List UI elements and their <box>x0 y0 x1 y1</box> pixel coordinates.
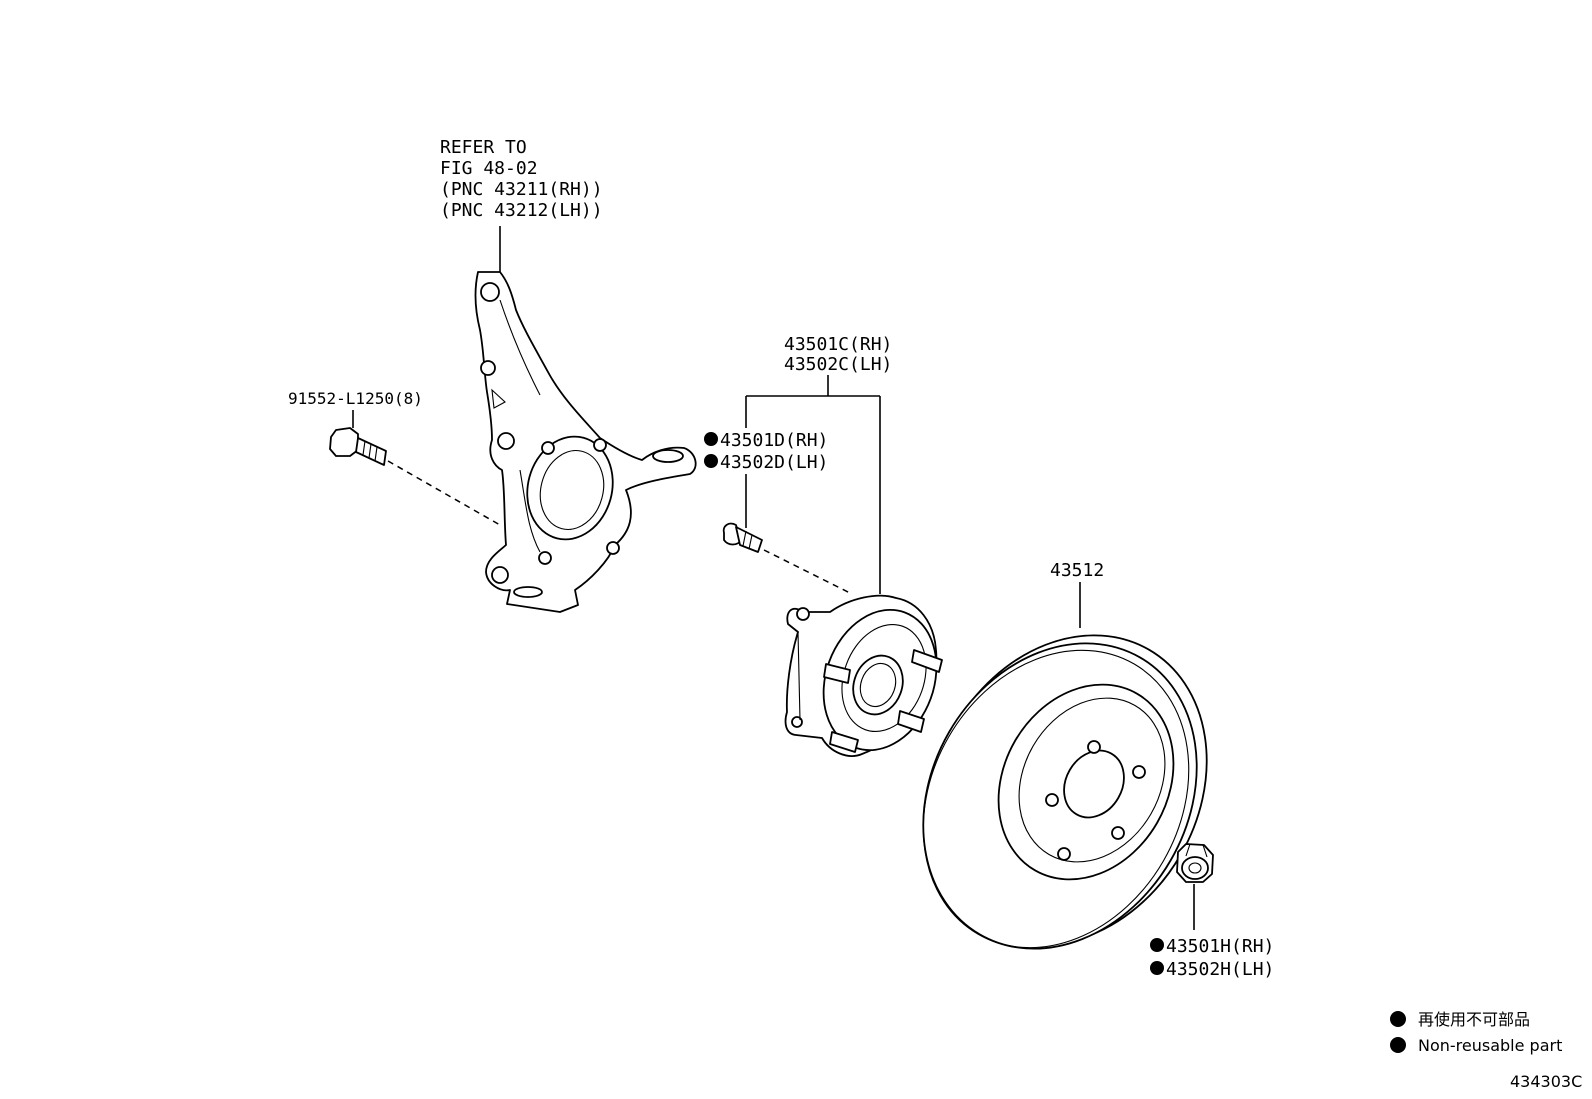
nut-callout: 43501H(RH) 43502H(LH) <box>1150 936 1274 980</box>
hub-bolt-lh: 43502D(LH) <box>720 452 828 473</box>
knuckle-ref-line1: REFER TO <box>440 137 527 158</box>
rotor-part-number: 43512 <box>1050 560 1104 581</box>
disc-rotor <box>922 634 1208 950</box>
hub-nut <box>1176 843 1214 930</box>
non-reusable-mark <box>704 454 718 468</box>
bolt-install-line <box>387 460 501 526</box>
steering-knuckle <box>474 271 697 613</box>
figure-code: 434303C <box>1510 1072 1582 1091</box>
hub-bolt-install-line <box>763 549 853 595</box>
nut-lh: 43502H(LH) <box>1166 959 1274 980</box>
bolt-part-number: 91552-L1250(8) <box>288 389 423 408</box>
non-reusable-mark <box>704 432 718 446</box>
nut-rh: 43501H(RH) <box>1166 936 1274 957</box>
legend-japanese: 再使用不可部品 <box>1418 1010 1530 1029</box>
hub-bolt <box>722 522 763 553</box>
rotor-callout: 43512 <box>1050 560 1104 628</box>
hub-bolt-rh: 43501D(RH) <box>720 430 828 451</box>
non-reusable-mark <box>1150 938 1164 952</box>
hub-assy-rh: 43501C(RH) <box>784 334 892 355</box>
legend-english: Non-reusable part <box>1418 1036 1562 1055</box>
knuckle-callout: REFER TO FIG 48-02 (PNC 43211(RH)) (PNC … <box>440 137 603 272</box>
knuckle-ref-line3: (PNC 43211(RH)) <box>440 179 603 200</box>
legend-bullet-icon <box>1390 1011 1406 1027</box>
hub-assy-lh: 43502C(LH) <box>784 354 892 375</box>
hub-bolt-callout: 43501D(RH) 43502D(LH) <box>704 430 828 528</box>
flange-bolt <box>329 427 387 466</box>
non-reusable-mark <box>1150 961 1164 975</box>
knuckle-ref-line2: FIG 48-02 <box>440 158 538 179</box>
knuckle-ref-line4: (PNC 43212(LH)) <box>440 200 603 221</box>
legend: 再使用不可部品 Non-reusable part <box>1390 1010 1562 1055</box>
hub-assembly <box>784 594 943 757</box>
legend-bullet-icon <box>1390 1037 1406 1053</box>
bolt-callout: 91552-L1250(8) <box>288 389 423 428</box>
hub-assembly-callout: 43501C(RH) 43502C(LH) <box>745 334 892 594</box>
